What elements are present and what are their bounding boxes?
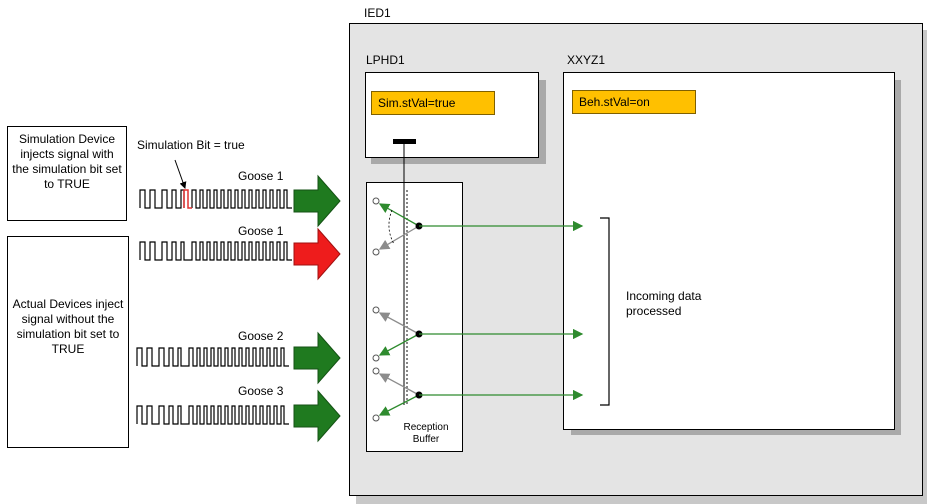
ied-title: IED1 xyxy=(364,6,391,20)
pulse-train-goose-1-real xyxy=(139,241,292,261)
control-bar xyxy=(393,139,416,144)
sim-stval-badge: Sim.stVal=true xyxy=(371,91,495,115)
goose-1-real-label: Goose 1 xyxy=(238,224,284,238)
pulse-train-goose-2 xyxy=(136,347,289,367)
pulse-train-goose-1-sim xyxy=(139,189,292,209)
goose-1-sim-label: Goose 1 xyxy=(238,169,284,183)
pulse-train-goose-3 xyxy=(136,405,289,425)
goose-3-label: Goose 3 xyxy=(238,384,284,398)
simulation-bit-label: Simulation Bit = true xyxy=(137,138,245,152)
beh-stval-badge: Beh.stVal=on xyxy=(572,90,696,114)
goose-2-label: Goose 2 xyxy=(238,329,284,343)
goose-1-real-reject-arrow xyxy=(293,227,341,281)
xxyz-box xyxy=(563,72,895,430)
simulation-bit-pulse xyxy=(183,189,192,209)
simulation-bit-pointer xyxy=(174,159,187,189)
incoming-data-label: Incoming data processed xyxy=(626,289,702,318)
goose-3-accept-arrow xyxy=(293,389,341,443)
goose-1-sim-accept-arrow xyxy=(293,174,341,228)
lphd-title: LPHD1 xyxy=(366,53,405,67)
incoming-data-bracket xyxy=(600,217,610,406)
reception-buffer-label: Reception Buffer xyxy=(403,422,449,445)
simulation-device-box: Simulation Device injects signal with th… xyxy=(7,126,127,221)
actual-devices-text: Actual Devices inject signal without the… xyxy=(12,297,124,356)
simulation-device-text: Simulation Device injects signal with th… xyxy=(12,132,122,191)
goose-2-accept-arrow xyxy=(293,331,341,385)
xxyz-title: XXYZ1 xyxy=(567,53,606,67)
actual-devices-box: Actual Devices inject signal without the… xyxy=(7,236,129,448)
